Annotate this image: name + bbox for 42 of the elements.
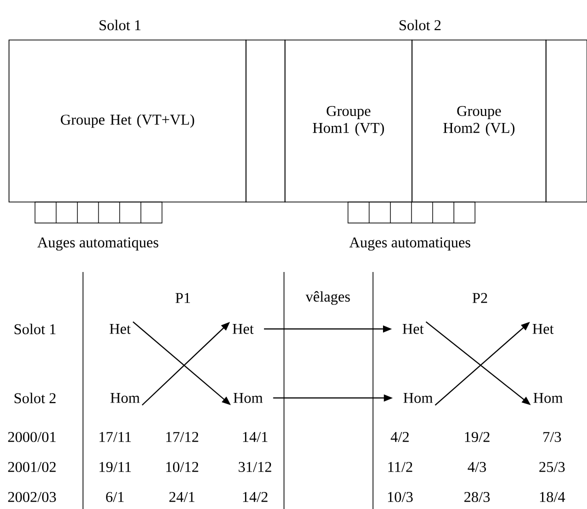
- year-label: 2000/01: [8, 432, 56, 442]
- date-cell: 28/3: [464, 492, 490, 502]
- period-heading: P1: [176, 293, 190, 303]
- group-label: Het: [532, 324, 554, 334]
- column-heading: vêlages: [306, 291, 350, 305]
- trough-label: Auges automatiques: [37, 237, 158, 251]
- group-label: Het: [232, 324, 254, 334]
- date-cell: 6/1: [106, 492, 124, 502]
- group-label: Hom: [404, 393, 433, 403]
- row-label: Solot 2: [14, 392, 56, 404]
- year-label: 2001/02: [8, 462, 56, 472]
- date-cell: 31/12: [238, 462, 272, 472]
- date-cell: 17/12: [166, 432, 198, 442]
- year-label: 2002/03: [8, 492, 56, 502]
- group-label: Hom: [534, 393, 563, 403]
- date-cell: 10/3: [388, 492, 413, 502]
- pen-box: [546, 40, 587, 202]
- date-cell: 4/2: [390, 432, 409, 442]
- period-heading: P2: [472, 293, 488, 303]
- date-cell: 4/3: [468, 462, 486, 472]
- date-cell: 10/12: [166, 462, 198, 472]
- column-heading: Solot 2: [400, 20, 441, 30]
- pen-box: [246, 40, 286, 202]
- pen-box: Groupe Hom2 (VL): [412, 40, 546, 202]
- date-cell: 11/2: [388, 462, 412, 472]
- date-cell: 7/3: [543, 432, 561, 442]
- date-cell: 24/1: [169, 492, 194, 502]
- group-label: Het: [402, 324, 424, 334]
- pen-box: Groupe Hom1 (VT): [284, 40, 412, 202]
- date-cell: 19/2: [465, 432, 490, 442]
- trough-label: Auges automatiques: [349, 237, 470, 251]
- date-cell: 14/2: [243, 492, 268, 502]
- date-cell: 18/4: [540, 492, 566, 502]
- group-label: Het: [110, 324, 131, 334]
- row-label: Solot 1: [14, 324, 56, 334]
- pen-box: Groupe Het (VT+VL): [8, 40, 246, 202]
- date-cell: 19/11: [100, 462, 131, 472]
- group-label: Hom: [234, 393, 263, 403]
- date-cell: 14/1: [243, 432, 268, 442]
- date-cell: 17/11: [100, 432, 131, 442]
- date-cell: 25/3: [539, 462, 565, 472]
- group-label: Hom: [110, 393, 140, 403]
